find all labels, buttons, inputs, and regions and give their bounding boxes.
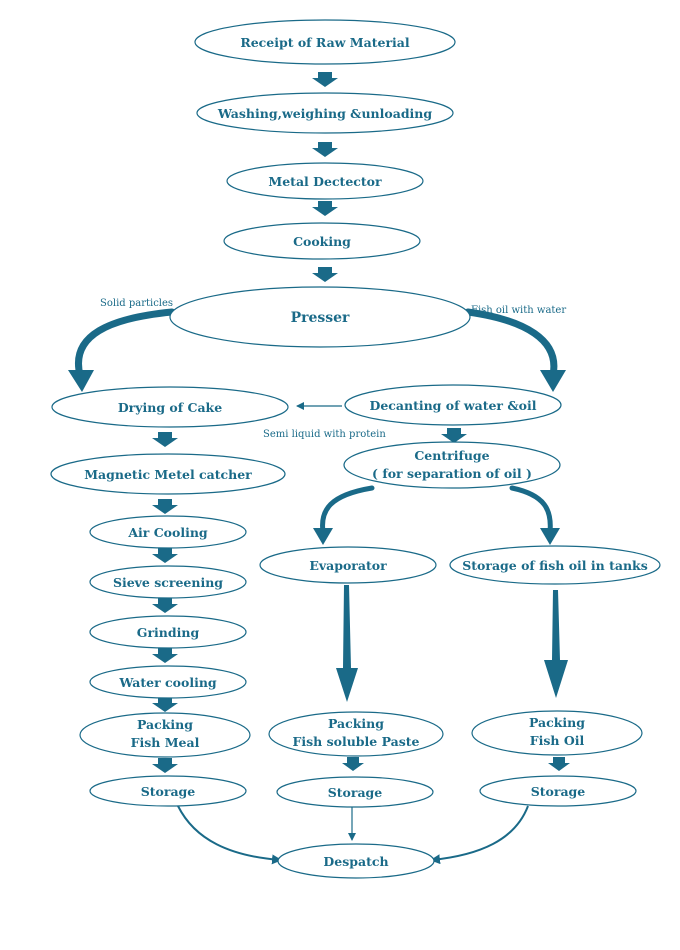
node-presser	[169, 286, 471, 348]
arrow-centrifuge-to-evaporator	[320, 485, 375, 535]
node-metal-detector	[226, 162, 424, 200]
arrow-packing-paste-to-storage	[342, 757, 364, 771]
arrow-decanting-to-centrifuge	[441, 428, 467, 443]
label-air-cooling: Air Cooling	[127, 525, 208, 540]
label-receipt: Receipt of Raw Material	[240, 35, 410, 50]
node-grinding	[89, 615, 247, 649]
node-storage-paste	[276, 776, 434, 808]
node-water-cooling	[89, 665, 247, 699]
arrow-oilstorage-to-packing-oil	[544, 590, 568, 698]
node-packing-oil	[471, 710, 643, 756]
arrow-drying-to-magnetic	[152, 432, 178, 447]
label-centrifuge-1: Centrifuge	[414, 448, 489, 463]
edge-label-fish-oil-with-water: Fish oil with water	[471, 305, 566, 316]
node-packing-paste	[268, 711, 444, 757]
node-drying	[51, 386, 289, 428]
node-packing-meal	[79, 712, 251, 758]
arrowhead-oilstorage	[540, 528, 560, 545]
arrow-magnetic-to-air	[152, 499, 178, 514]
node-storage-oil	[479, 775, 637, 807]
label-metal-detector: Metal Dectector	[268, 174, 382, 189]
label-sieve: Sieve screening	[113, 575, 223, 590]
node-storage-meal	[89, 775, 247, 807]
label-storage-meal: Storage	[141, 784, 196, 799]
label-grinding: Grinding	[137, 625, 200, 640]
node-centrifuge	[343, 441, 561, 489]
label-despatch: Despatch	[323, 854, 388, 869]
node-decanting	[344, 384, 562, 426]
label-water-cooling: Water cooling	[118, 675, 217, 690]
label-cooking: Cooking	[293, 234, 351, 249]
node-magnetic	[50, 453, 286, 495]
label-washing: Washing,weighing &unloading	[217, 106, 433, 121]
label-storage-paste: Storage	[328, 785, 383, 800]
arrowhead-drying	[68, 370, 94, 392]
label-drying: Drying of Cake	[118, 400, 222, 415]
node-washing	[196, 92, 454, 134]
label-packing-paste-2: Fish soluble Paste	[292, 734, 419, 749]
label-presser: Presser	[291, 310, 350, 326]
arrow-grinding-to-watercooling	[152, 648, 178, 663]
arrow-presser-to-drying	[75, 308, 176, 379]
arrow-packing-oil-to-storage	[548, 757, 570, 771]
label-packing-oil-1: Packing	[529, 715, 585, 730]
label-magnetic: Magnetic Metel catcher	[84, 467, 252, 482]
label-packing-oil-2: Fish Oil	[530, 733, 585, 748]
label-decanting: Decanting of water &oil	[369, 398, 536, 413]
arrow-evaporator-to-packing-paste	[336, 585, 358, 702]
arrowhead-decanting	[540, 370, 566, 392]
arrow-watercooling-to-packing	[152, 697, 178, 712]
arrow-metal-to-cooking	[312, 201, 338, 216]
label-storage-oil: Storage	[531, 784, 586, 799]
node-despatch	[277, 843, 435, 879]
label-packing-meal-2: Fish Meal	[131, 735, 200, 750]
label-centrifuge-2: ( for separation of oil )	[372, 466, 532, 481]
arrow-sieve-to-grinding	[152, 598, 178, 613]
edge-label-semi-liquid: Semi liquid with protein	[263, 429, 386, 440]
arrow-centrifuge-to-oilstorage	[509, 485, 553, 535]
label-packing-paste-1: Packing	[328, 716, 384, 731]
label-oil-storage-tanks: Storage of fish oil in tanks	[462, 558, 648, 573]
arrow-cooking-to-presser	[312, 267, 338, 282]
label-evaporator: Evaporator	[309, 558, 387, 573]
arrow-receipt-to-washing	[312, 72, 338, 87]
arrow-storage-meal-to-despatch	[177, 805, 282, 865]
node-sieve	[89, 565, 247, 599]
arrowhead-evaporator	[313, 528, 333, 545]
arrow-storage-oil-to-despatch	[430, 805, 529, 865]
label-packing-meal-1: Packing	[137, 717, 193, 732]
arrow-packing-meal-to-storage	[152, 758, 178, 773]
arrow-presser-to-decanting	[464, 308, 558, 379]
node-cooking	[223, 222, 421, 260]
arrow-washing-to-metal	[312, 142, 338, 157]
edge-label-solid-particles: Solid particles	[100, 298, 173, 309]
node-receipt	[194, 19, 456, 65]
node-air-cooling	[89, 515, 247, 549]
arrow-air-to-sieve	[152, 548, 178, 563]
node-oil-storage-tanks	[449, 545, 661, 585]
node-evaporator	[259, 546, 437, 584]
